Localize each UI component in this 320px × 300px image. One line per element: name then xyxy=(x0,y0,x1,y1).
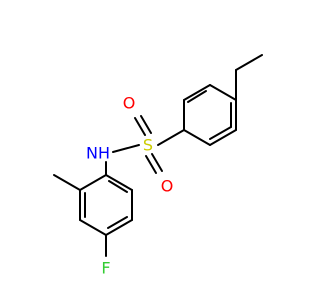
bond-ring-bottom-6 xyxy=(79,174,107,191)
bond-ring-sulfur xyxy=(157,129,185,146)
bond-ring-top-1 xyxy=(209,84,237,101)
bond-sulfur-oxygen-bottom-a xyxy=(145,155,157,174)
atom-fluorine: F xyxy=(101,259,110,278)
bond-ring-bottom-double-2 xyxy=(107,216,128,229)
bond-ethyl-ch3 xyxy=(235,54,263,71)
bond-ring-top-double-1 xyxy=(187,90,207,103)
atom-nitrogen-hydrogen: NH xyxy=(86,144,110,163)
bond-sulfur-nitrogen xyxy=(112,144,140,153)
bond-sulfur-oxygen-bottom-b xyxy=(151,153,163,172)
bond-ring-bottom-1 xyxy=(105,174,133,191)
bonds xyxy=(53,54,263,257)
atom-sulfur: S xyxy=(143,136,153,155)
bond-ring-top-4 xyxy=(183,129,211,146)
bond-ring-top-double-2 xyxy=(209,126,232,140)
bond-sulfur-oxygen-top-a xyxy=(134,117,146,136)
bond-ring-bottom-double-1 xyxy=(108,180,128,193)
bond-ring-top-5 xyxy=(209,129,237,146)
bond-ring-bottom-4 xyxy=(79,219,107,236)
bond-ring-bottom-3 xyxy=(105,219,133,236)
bond-sulfur-oxygen-top-b xyxy=(140,115,152,134)
bond-methyl xyxy=(53,174,81,191)
atom-oxygen-bottom: O xyxy=(161,177,174,196)
atom-labels: O S O NH F xyxy=(86,94,173,278)
bond-ring-top-2 xyxy=(183,84,211,101)
atom-oxygen-top: O xyxy=(123,94,136,113)
molecule-structure: O S O NH F xyxy=(53,54,263,278)
